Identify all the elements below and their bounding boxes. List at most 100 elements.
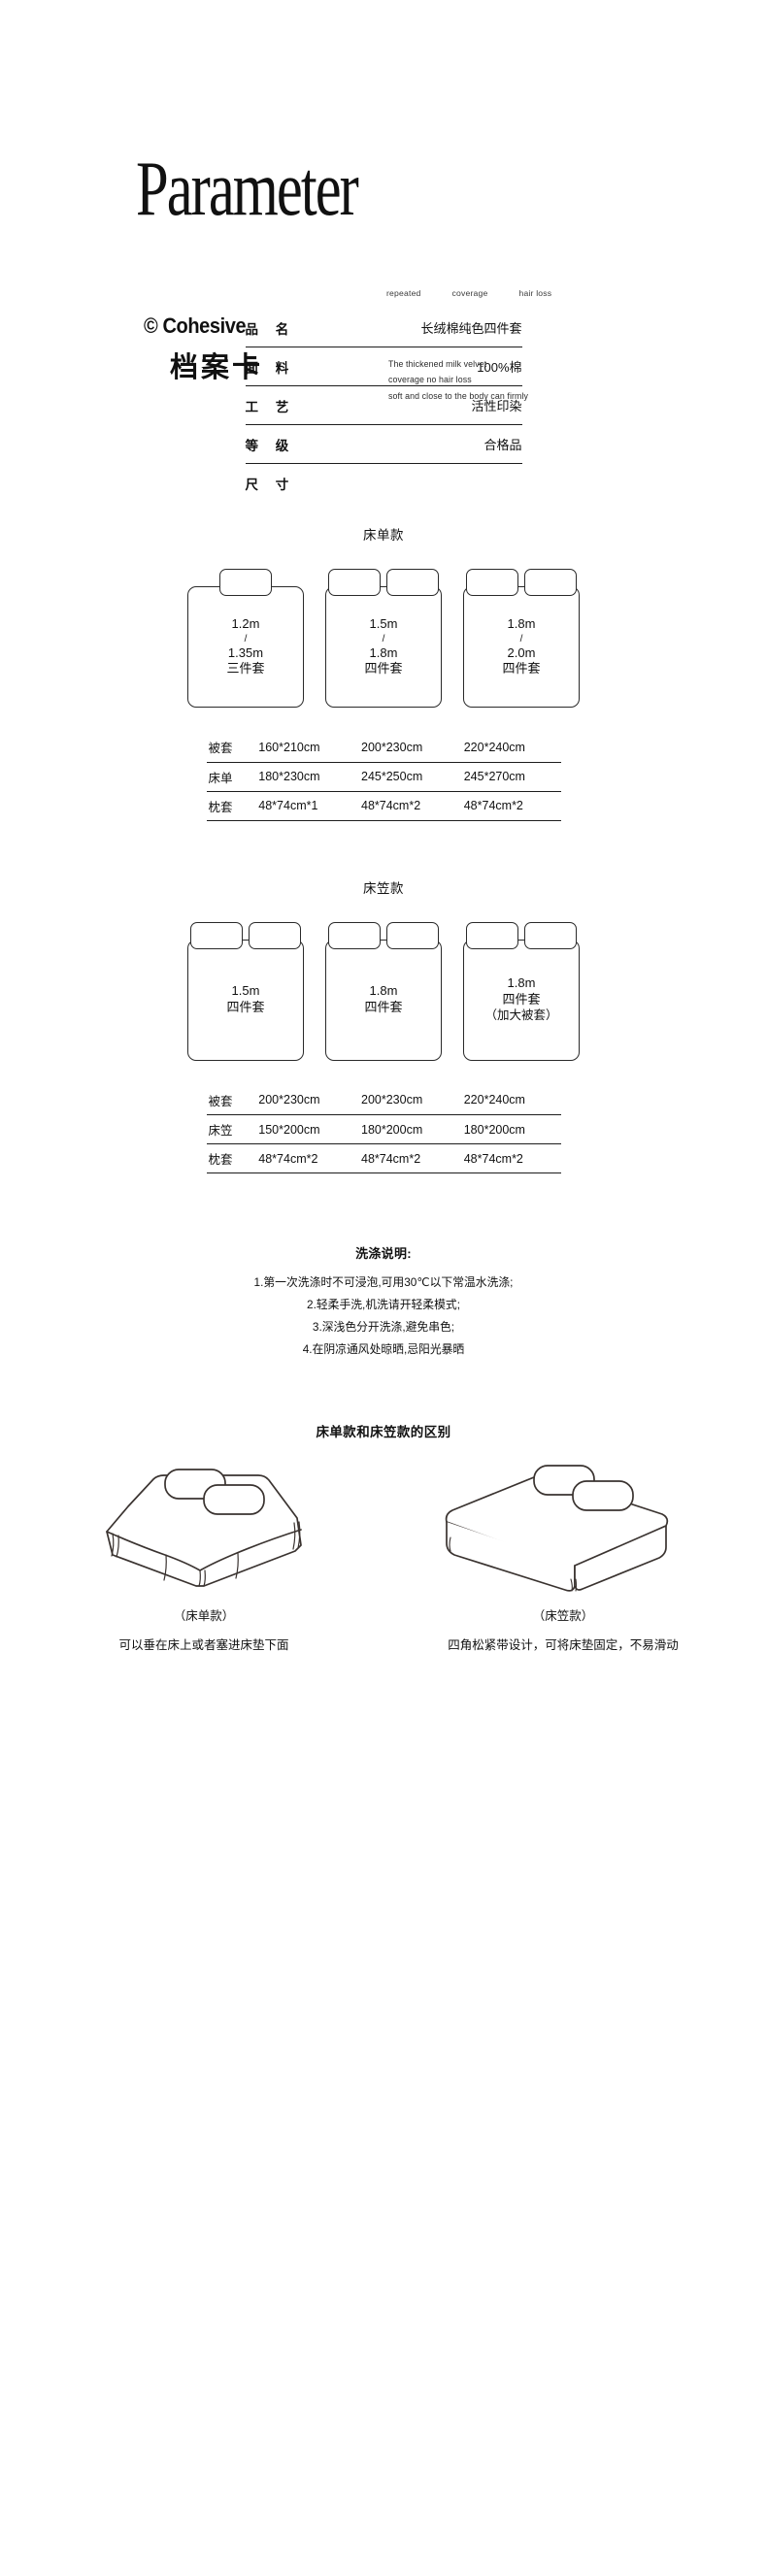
flat-sheet-bed-icon xyxy=(106,1469,302,1587)
bed-set-type: 四件套 xyxy=(502,991,541,1007)
spec-value-name: 长绒棉纯色四件套 xyxy=(420,321,522,336)
fitted-size-table: 被套 200*230cm 200*230cm 220*240cm 床笠 150*… xyxy=(206,1085,561,1173)
cell-pillowcase-1: 48*74cm*1 xyxy=(252,791,355,821)
pillow-icon xyxy=(219,569,272,596)
comparison-item-fitted-sheet: （床笠款） 四角松紧带设计，可将床垫固定，不易滑动 xyxy=(403,1462,723,1653)
pillow-group xyxy=(187,921,304,949)
cell-pillowcase-3: 48*74cm*2 xyxy=(457,791,561,821)
fitted-section: 床笠款 1.5m 四件套 1.8m 四件套 xyxy=(0,877,767,1173)
bed-diagram: 1.5m / 1.8m 四件套 xyxy=(325,569,442,708)
washing-line-4: 4.在阴凉通风处晾晒,忌阳光暴晒 xyxy=(302,1342,465,1356)
spec-value-grade: 合格品 xyxy=(484,438,522,452)
bed-size-separator: / xyxy=(382,633,385,644)
table-row: 被套 200*230cm 200*230cm 220*240cm xyxy=(206,1085,561,1115)
washing-line-3: 3.深浅色分开洗涤,避免串色; xyxy=(312,1320,455,1334)
comparison-title: 床单款和床笠款的区别 xyxy=(316,1425,451,1439)
cell-duvet-1: 200*230cm xyxy=(252,1085,355,1115)
bed-diagram: 1.8m / 2.0m 四件套 xyxy=(463,569,580,708)
bed-diagram: 1.8m 四件套 xyxy=(325,921,442,1061)
description-line-1: The thickened milk velvet xyxy=(388,359,487,369)
comparison-label-flat-sheet: （床单款） xyxy=(173,1609,235,1623)
brand-name: © Cohesive xyxy=(144,314,247,339)
pillow-icon xyxy=(524,921,577,949)
description-line-3: soft and close to the body can firmly xyxy=(388,390,529,401)
pillow-group xyxy=(187,569,304,596)
cell-pillowcase-3: 48*74cm*2 xyxy=(457,1143,561,1173)
spec-label-grade: 等 级 xyxy=(245,438,296,453)
fitted-section-title: 床笠款 xyxy=(363,880,404,896)
table-row: 被套 160*210cm 200*230cm 220*240cm xyxy=(206,733,561,763)
pillow-icon xyxy=(524,569,577,596)
pillow-icon xyxy=(386,569,439,596)
cell-pillowcase-1: 48*74cm*2 xyxy=(252,1143,355,1173)
bed-size-separator: / xyxy=(519,633,523,644)
cell-sheet-1: 180*230cm xyxy=(252,762,355,792)
washing-line-2: 2.轻柔手洗,机洗请开轻柔模式; xyxy=(307,1298,460,1311)
table-row: 枕套 48*74cm*1 48*74cm*2 48*74cm*2 xyxy=(206,791,561,821)
mattress-shape: 1.8m / 2.0m 四件套 xyxy=(463,586,580,708)
bed-diagram: 1.2m / 1.35m 三件套 xyxy=(187,569,304,708)
cell-duvet-3: 220*240cm xyxy=(457,1085,561,1115)
comparison-illustrations: （床单款） 可以垂在床上或者塞进床垫下面 xyxy=(0,1462,767,1653)
pillow-group xyxy=(325,921,442,949)
brand-name-cn: 档案卡 xyxy=(170,352,264,383)
spec-row: 面 料 100%棉 xyxy=(245,347,522,386)
pillow-group xyxy=(325,569,442,596)
pillow-icon xyxy=(249,921,301,949)
bed-size-primary: 1.2m xyxy=(231,616,260,632)
bed-note: （加大被套） xyxy=(484,1008,558,1023)
washing-instructions: 洗涤说明: 1.第一次洗涤时不可浸泡,可用30℃以下常温水洗涤; 2.轻柔手洗,… xyxy=(0,1243,767,1361)
cell-duvet-3: 220*240cm xyxy=(457,733,561,763)
bed-set-type: 四件套 xyxy=(502,660,541,676)
comparison-caption-flat-sheet: 可以垂在床上或者塞进床垫下面 xyxy=(118,1638,289,1652)
keyword-repeated: repeated xyxy=(386,288,421,298)
pillow-icon xyxy=(386,921,439,949)
spec-label-name: 品 名 xyxy=(245,321,296,337)
sheet-section-title: 床单款 xyxy=(363,528,404,543)
header-description: The thickened milk velvet coverage no ha… xyxy=(388,356,528,404)
spec-row: 品 名 长绒棉纯色四件套 xyxy=(245,309,522,347)
bed-size-secondary: 1.8m xyxy=(369,644,398,660)
mattress-shape: 1.2m / 1.35m 三件套 xyxy=(187,586,304,708)
bed-size-primary: 1.5m xyxy=(231,983,260,999)
mattress-shape: 1.8m 四件套 xyxy=(325,939,442,1061)
keyword-coverage: coverage xyxy=(451,288,488,298)
cell-duvet-1: 160*210cm xyxy=(252,733,355,763)
table-row: 床笠 150*200cm 180*200cm 180*200cm xyxy=(206,1114,561,1144)
spec-value-craft: 活性印染 xyxy=(471,399,522,413)
sheet-size-table: 被套 160*210cm 200*230cm 220*240cm 床单 180*… xyxy=(206,733,561,821)
description-line-2: coverage no hair loss xyxy=(388,375,472,385)
row-label-pillowcase: 枕套 xyxy=(206,1143,253,1173)
sheet-bed-diagrams: 1.2m / 1.35m 三件套 1.5m / 1.8m 四件套 xyxy=(0,569,767,708)
spec-row: 等 级 合格品 xyxy=(245,425,522,464)
row-label-duvet: 被套 xyxy=(206,733,253,763)
page-title: Parameter xyxy=(136,145,359,232)
pillow-icon xyxy=(190,921,243,949)
keyword-row: repeated coverage hair loss xyxy=(386,288,551,298)
washing-title: 洗涤说明: xyxy=(355,1246,412,1261)
keyword-hair-loss: hair loss xyxy=(518,288,552,298)
bed-set-type: 四件套 xyxy=(226,999,265,1014)
spec-table: 品 名 长绒棉纯色四件套 面 料 100%棉 工 艺 活性印染 等 级 合格品 … xyxy=(245,291,522,503)
spec-label-material: 面 料 xyxy=(245,360,296,376)
spec-value-material: 100%棉 xyxy=(477,360,522,375)
spec-row: 工 艺 活性印染 xyxy=(245,386,522,425)
pillow-icon xyxy=(466,921,518,949)
washing-line-1: 1.第一次洗涤时不可浸泡,可用30℃以下常温水洗涤; xyxy=(253,1275,514,1289)
bed-set-type: 四件套 xyxy=(364,660,403,676)
cell-sheet-2: 245*250cm xyxy=(355,762,458,792)
bed-size-separator: / xyxy=(244,633,248,644)
fitted-sheet-bed-icon xyxy=(445,1465,669,1592)
pillow-group xyxy=(463,569,580,596)
bed-size-secondary: 1.35m xyxy=(227,644,264,660)
cell-duvet-2: 200*230cm xyxy=(355,733,458,763)
bed-diagram: 1.5m 四件套 xyxy=(187,921,304,1061)
mattress-shape: 1.8m 四件套 （加大被套） xyxy=(463,939,580,1061)
bed-set-type: 四件套 xyxy=(364,999,403,1014)
bed-diagram: 1.8m 四件套 （加大被套） xyxy=(463,921,580,1061)
comparison-caption-fitted-sheet: 四角松紧带设计，可将床垫固定，不易滑动 xyxy=(448,1638,679,1652)
bed-size-secondary: 2.0m xyxy=(507,644,536,660)
pillow-icon xyxy=(328,569,381,596)
fitted-bed-diagrams: 1.5m 四件套 1.8m 四件套 1.8m 四件套 xyxy=(0,921,767,1061)
cell-fitted-1: 150*200cm xyxy=(252,1114,355,1144)
